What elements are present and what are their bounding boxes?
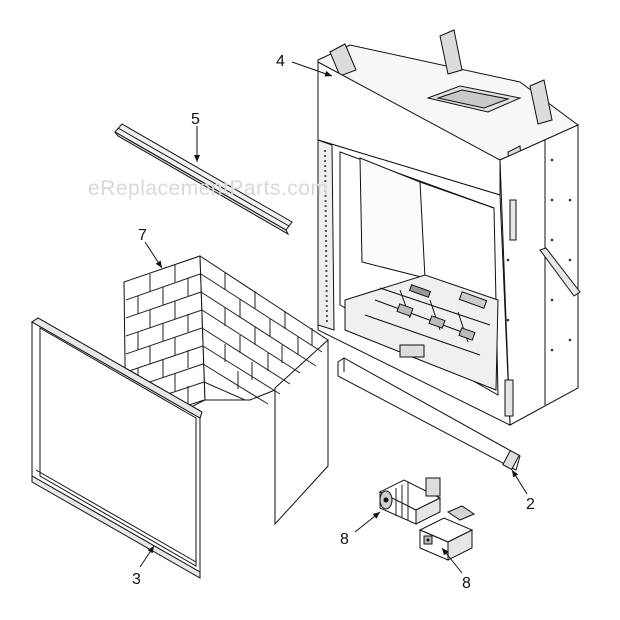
part-7-brick-liner	[123, 255, 329, 526]
part-8-component-b	[418, 505, 476, 561]
part-5-top-trim	[114, 123, 293, 236]
callout-7: 7	[138, 227, 147, 244]
leader-lines	[139, 61, 528, 574]
callout-5: 5	[191, 111, 200, 128]
callout-4: 4	[276, 53, 285, 70]
part-4-firebox-housing	[317, 29, 581, 426]
part-3-front-frame	[31, 317, 203, 579]
callout-8-b: 8	[462, 575, 471, 592]
part-2-trim-bar	[337, 357, 521, 471]
callout-8-a: 8	[340, 531, 349, 548]
part-8-component-a	[378, 477, 442, 525]
watermark: eReplacementParts.com	[88, 177, 328, 200]
callout-2: 2	[526, 496, 535, 513]
callout-3: 3	[132, 571, 141, 588]
